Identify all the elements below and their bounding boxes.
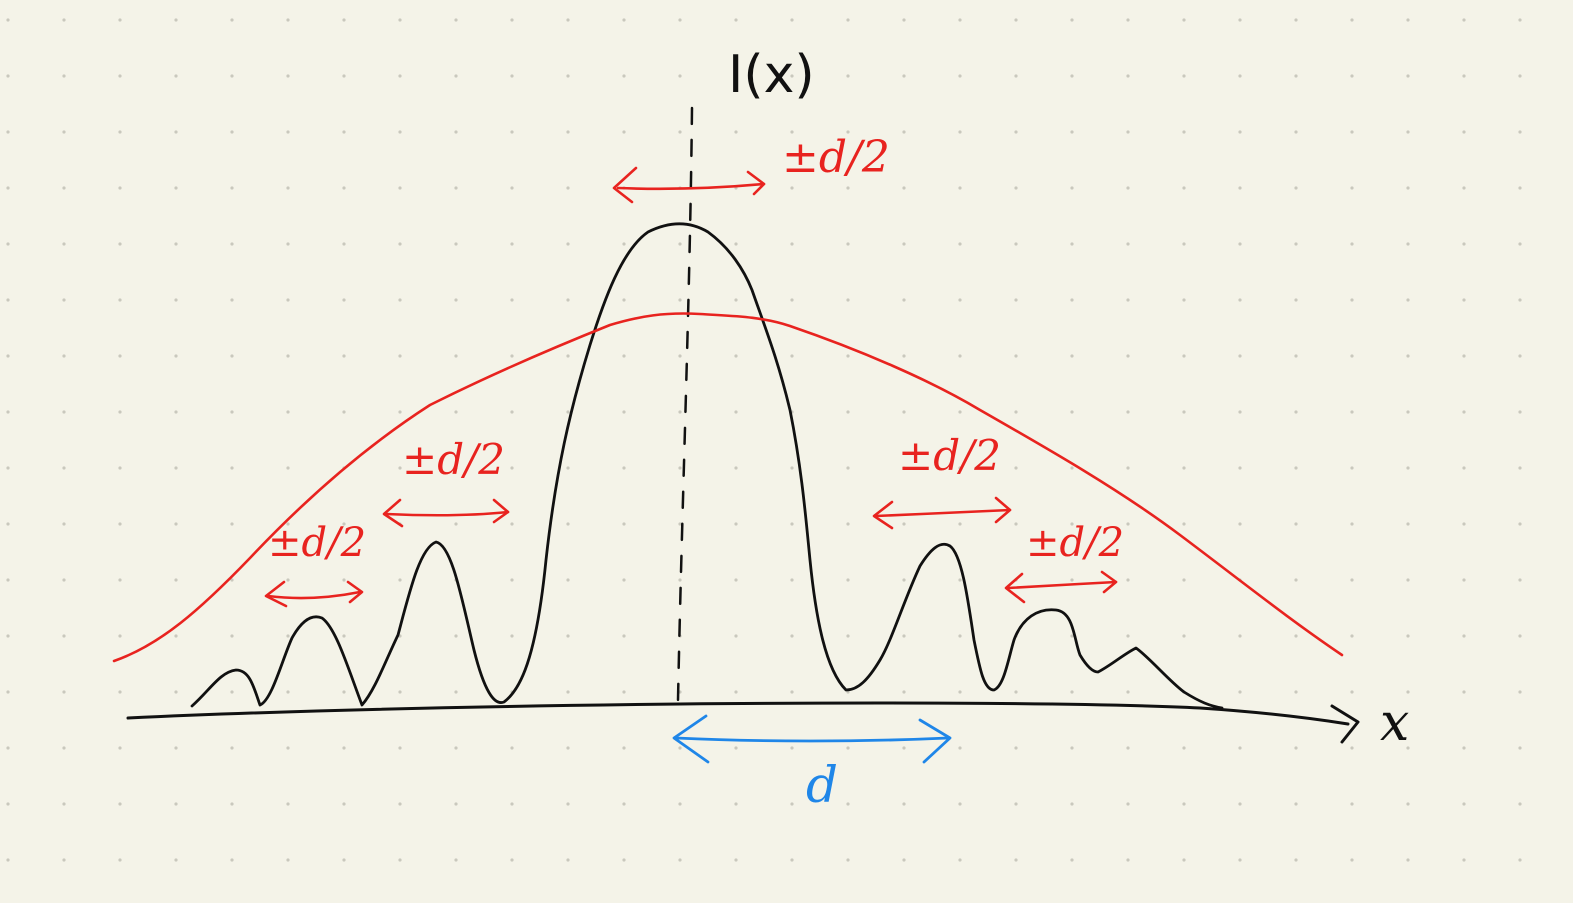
- envelope-curve: [112, 312, 1344, 663]
- right-inner-width-arrow: [872, 496, 1012, 530]
- left-inner-width-label: ±d/2: [402, 435, 505, 484]
- top-width-arrow: [612, 166, 766, 204]
- intensity-curve: [190, 222, 1224, 710]
- x-axis-arrowhead-icon: [1330, 704, 1360, 744]
- right-inner-width-label: ±d/2: [898, 431, 1001, 480]
- left-outer-width-label: ±d/2: [268, 520, 366, 566]
- right-outer-width-arrow: [1004, 570, 1118, 604]
- right-outer-width-label: ±d/2: [1026, 520, 1124, 566]
- spacing-arrow: [672, 714, 952, 764]
- y-axis-label: I(x): [728, 45, 815, 105]
- spacing-label: d: [806, 756, 838, 814]
- center-dashed-line: [676, 106, 694, 702]
- left-inner-width-arrow: [382, 498, 510, 528]
- x-axis-label: x: [1380, 693, 1409, 753]
- top-width-label: ±d/2: [782, 132, 890, 183]
- x-axis: [126, 701, 1350, 726]
- left-outer-width-arrow: [264, 580, 364, 608]
